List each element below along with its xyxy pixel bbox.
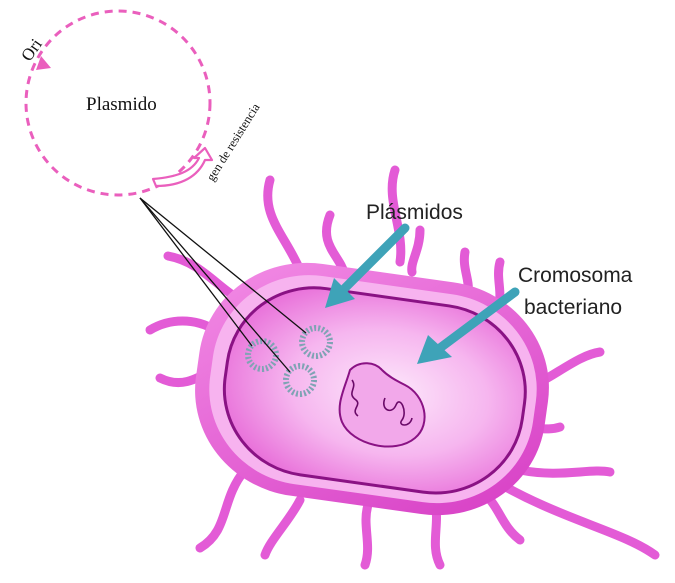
resistance-gene-label: gen de resistencia xyxy=(204,100,263,183)
plasmid-title: Plasmido xyxy=(86,94,157,115)
plasmids-label: Plásmidos xyxy=(366,201,463,224)
chromosome-label-line2: bacteriano xyxy=(524,296,622,319)
ori-arrow-icon xyxy=(36,56,51,70)
chromosome-label-line1: Cromosoma xyxy=(518,264,633,287)
